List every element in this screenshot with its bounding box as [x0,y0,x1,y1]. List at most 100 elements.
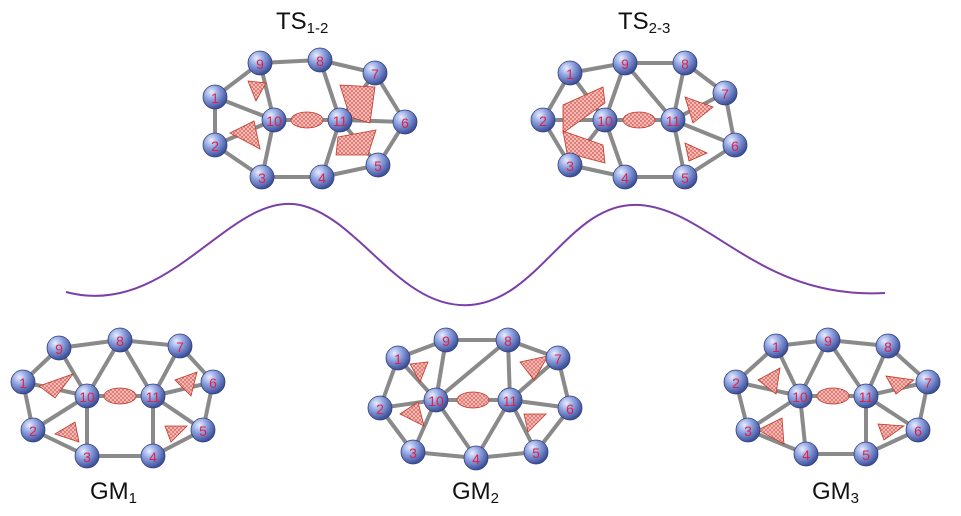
atom-label: 8 [316,53,324,69]
quad-patch [335,129,377,156]
atom-6: 6 [905,417,931,443]
atom-1: 1 [557,60,583,86]
atom-sphere [167,333,193,359]
atom-7: 7 [712,80,738,106]
atom-label: 6 [209,375,217,391]
atom-sphere [530,107,556,133]
atom-2: 2 [202,132,228,158]
quad-patch [339,84,376,124]
atom-8: 8 [672,50,698,76]
atom-sphere [367,395,393,421]
atom-6: 6 [392,109,418,135]
atom-1: 1 [202,84,228,110]
triangle-patch [409,361,429,383]
atom-10: 10 [74,383,100,409]
atom-sphere [612,164,638,190]
triangle-patch [164,425,188,443]
atom-2: 2 [367,395,393,421]
triangle-patch [174,371,198,397]
atom-label: 7 [371,66,379,82]
atom-label: 1 [211,90,219,106]
atom-11: 11 [853,383,879,409]
atom-sphere [307,47,333,73]
quad-patch [562,86,606,134]
atom-sphere [497,387,523,413]
atom-3: 3 [249,164,275,190]
atom-sphere [660,107,686,133]
atom-label: 4 [472,451,480,467]
atom-label: 10 [792,389,808,405]
atom-4: 4 [309,164,335,190]
atom-label: 7 [176,339,184,355]
atom-label: 1 [566,66,574,82]
triangle-patch [684,142,708,162]
atom-sphere [612,50,638,76]
atom-sphere [523,439,549,465]
atom-label: 6 [401,115,409,131]
atom-sphere [202,132,228,158]
atom-sphere [672,164,698,190]
atom-label: 10 [79,389,95,405]
atom-3: 3 [74,443,100,469]
atom-label: 5 [199,423,207,439]
atom-sphere [365,152,391,178]
atom-label: 2 [211,138,219,154]
atom-sphere [763,333,789,359]
atom-label: 11 [666,113,681,129]
atom-sphere [905,417,931,443]
atom-label: 10 [428,393,444,409]
atom-2: 2 [20,417,46,443]
atom-1: 1 [10,369,36,395]
triangle-patch [877,423,906,441]
atom-label: 7 [554,351,562,367]
atom-sphere [74,383,100,409]
atom-sphere [463,445,489,471]
triangle-patch [519,355,549,381]
atom-sphere [140,383,166,409]
atom-sphere [261,107,287,133]
atom-6: 6 [722,132,748,158]
triangle-patch [757,417,785,445]
atom-sphere [433,327,459,353]
atom-label: 2 [29,423,37,439]
caption-ts23: TS2-3 [618,8,671,37]
atom-sphere [853,441,879,467]
atom-sphere [592,107,618,133]
bond-line [434,338,510,402]
atom-8: 8 [875,333,901,359]
atom-sphere [20,417,46,443]
atom-label: 9 [621,56,629,72]
atom-label: 11 [503,393,518,409]
atom-label: 8 [681,56,689,72]
triangle-patch [523,413,547,433]
atom-sphere [915,369,941,395]
atom-9: 9 [612,50,638,76]
center-ellipse [816,387,850,405]
atom-label: 3 [83,449,91,465]
atom-5: 5 [853,441,879,467]
atom-sphere [712,80,738,106]
atom-label: 7 [721,86,729,102]
atom-sphere [815,327,841,353]
atom-5: 5 [190,417,216,443]
atom-sphere [495,327,521,353]
atom-sphere [735,417,761,443]
atom-6: 6 [557,395,583,421]
atom-10: 10 [423,387,449,413]
atom-9: 9 [46,335,72,361]
atom-sphere [107,327,133,353]
atom-label: 3 [744,423,752,439]
atom-8: 8 [495,327,521,353]
atom-sphere [309,164,335,190]
atom-4: 4 [612,164,638,190]
atom-7: 7 [362,60,388,86]
atom-3: 3 [400,439,426,465]
atom-11: 11 [660,107,686,133]
atom-sphere [392,109,418,135]
triangle-patch [757,367,781,395]
energy-profile-curve [65,202,886,307]
atom-label: 5 [532,445,540,461]
